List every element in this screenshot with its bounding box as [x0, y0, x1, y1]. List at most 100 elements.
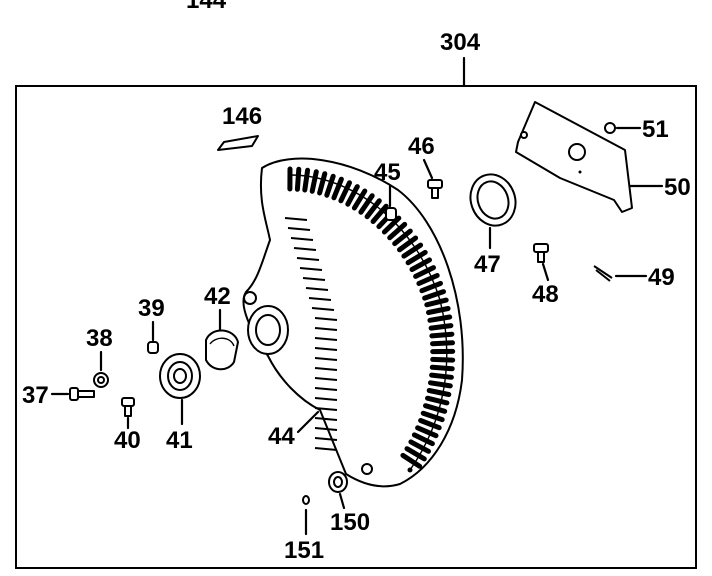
guard-rib — [401, 242, 424, 259]
label-304: 304 — [440, 29, 481, 56]
guard-face-rib — [293, 247, 317, 251]
part-38-washer — [93, 372, 109, 388]
label-41: 41 — [166, 427, 193, 454]
guard-face-rib — [287, 227, 311, 231]
leader-44 — [296, 410, 320, 434]
label-37: 37 — [22, 382, 49, 409]
guard-rib — [430, 340, 455, 347]
label-46: 46 — [408, 133, 435, 160]
part-42-sleeve — [205, 329, 239, 371]
guard-mount-hole — [243, 291, 257, 305]
leader-46 — [422, 158, 434, 180]
guard-rib — [420, 410, 445, 423]
guard-rib — [404, 446, 427, 462]
guard-face-rib — [314, 397, 338, 401]
guard-face-rib — [314, 417, 338, 421]
guard-face-rib — [299, 267, 323, 271]
guard-rib — [426, 388, 452, 397]
part-49-clip — [593, 265, 613, 282]
guard-face-rib — [314, 427, 338, 431]
guard-rib — [422, 289, 446, 301]
leader-48 — [541, 262, 550, 282]
guard-rib — [430, 356, 456, 363]
guard-face-rib — [314, 377, 338, 381]
guard-face-rib — [290, 237, 314, 241]
guard-rib — [392, 228, 413, 247]
part-151-pin — [302, 495, 310, 505]
guard-rib — [294, 166, 302, 192]
guard-rib — [415, 425, 439, 439]
label-50: 50 — [664, 174, 691, 201]
guard-face-rib — [314, 367, 338, 371]
guard-rib — [387, 221, 408, 241]
guard-rib — [351, 188, 368, 211]
label-44: 44 — [268, 423, 295, 450]
guard-rib — [331, 176, 344, 201]
guard-rib — [364, 198, 382, 220]
guard-rib — [309, 169, 319, 194]
part-146-label-plate — [217, 135, 259, 151]
guard-rib — [324, 173, 336, 198]
label-42: 42 — [204, 283, 231, 310]
assembly-frame — [15, 85, 697, 569]
part-44-blade-guard — [242, 157, 464, 488]
guard-face-rib — [305, 287, 329, 291]
label-150: 150 — [330, 509, 370, 536]
part-45-nut — [385, 207, 397, 221]
guard-rib — [370, 203, 389, 224]
part-50-plate — [515, 101, 633, 213]
part-41-bushing — [159, 353, 201, 399]
guard-face-rib — [314, 357, 338, 361]
label-38: 38 — [86, 325, 113, 352]
guard-rib — [338, 180, 352, 204]
guard-rib — [427, 314, 453, 323]
label-45: 45 — [374, 159, 401, 186]
label-48: 48 — [532, 281, 559, 308]
label-146: 146 — [222, 103, 262, 130]
guard-face-rib — [311, 307, 335, 311]
label-47: 47 — [474, 251, 501, 278]
guard-rib — [426, 306, 451, 315]
guard-face-rib — [314, 437, 338, 441]
guard-rib — [317, 171, 328, 196]
part-47-ring — [469, 173, 517, 227]
label-144: 144 — [186, 0, 227, 14]
guard-rib — [397, 235, 419, 253]
guard-face-rib — [308, 297, 332, 301]
guard-rib — [345, 184, 360, 207]
guard-face-rib — [314, 387, 338, 391]
guard-face-rib — [314, 327, 338, 331]
label-51: 51 — [642, 116, 669, 143]
guard-rib — [416, 273, 440, 286]
part-150-washer — [328, 471, 348, 493]
guard-rib — [413, 265, 436, 279]
guard-rib — [411, 432, 435, 447]
guard-rib — [428, 323, 454, 331]
guard-rib — [418, 418, 442, 431]
part-46-screw — [427, 179, 443, 199]
guard-rib — [428, 380, 453, 389]
label-39: 39 — [138, 295, 165, 322]
part-40-screw — [121, 397, 135, 417]
guard-rib — [358, 193, 375, 215]
guard-rib — [409, 257, 432, 272]
guard-lower-hole — [361, 463, 373, 475]
guard-rib — [425, 395, 450, 406]
guard-rib — [423, 403, 448, 414]
guard-face-rib — [296, 257, 320, 261]
guard-rib — [429, 372, 454, 380]
label-151: 151 — [284, 537, 324, 564]
guard-rib — [381, 215, 402, 235]
guard-rib — [429, 331, 455, 339]
part-39-nut — [147, 341, 159, 354]
guard-ribs — [284, 166, 456, 473]
guard-face-rib — [284, 217, 308, 221]
guard-face-rib — [314, 407, 338, 411]
guard-rib — [408, 439, 431, 454]
guard-face-rib — [314, 317, 338, 321]
leader-150 — [338, 492, 346, 510]
guard-rib — [419, 280, 443, 294]
guard-face-rib — [314, 447, 338, 451]
guard-rib — [405, 249, 428, 266]
